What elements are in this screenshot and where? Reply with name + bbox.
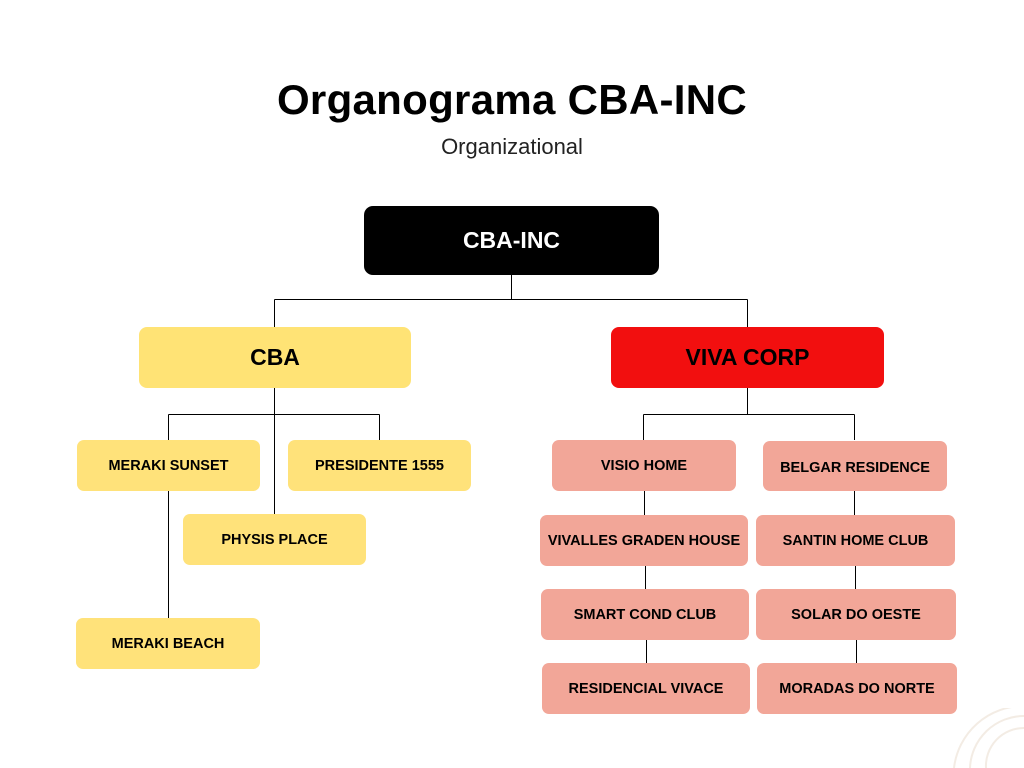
node-cba: CBA xyxy=(139,327,411,388)
edge-cba-children xyxy=(168,388,380,514)
node-visio-home: VISIO HOME xyxy=(552,440,736,491)
node-moradas-do-norte: MORADAS DO NORTE xyxy=(757,663,957,714)
node-physis-place: PHYSIS PLACE xyxy=(183,514,366,565)
page-subtitle: Organizational xyxy=(441,134,583,159)
node-meraki-sunset: MERAKI SUNSET xyxy=(77,440,260,491)
node-smart-cond-club: SMART COND CLUB xyxy=(541,589,749,640)
edge-viva-children xyxy=(643,388,855,440)
node-cba-inc: CBA-INC xyxy=(364,206,659,275)
edge-viva-left-chain xyxy=(644,491,647,663)
node-meraki-beach: MERAKI BEACH xyxy=(76,618,260,669)
node-residencial-vivace: RESIDENCIAL VIVACE xyxy=(542,663,750,714)
node-santin-home-club: SANTIN HOME CLUB xyxy=(756,515,955,566)
node-solar-do-oeste: SOLAR DO OESTE xyxy=(756,589,956,640)
node-presidente-1555: PRESIDENTE 1555 xyxy=(288,440,471,491)
node-viva-corp: VIVA CORP xyxy=(611,327,884,388)
edge-root-cba-viva xyxy=(274,275,748,327)
node-vivalles-graden-house: VIVALLES GRADEN HOUSE xyxy=(540,515,748,566)
corner-decoration xyxy=(953,708,1024,768)
edge-viva-right-chain xyxy=(854,491,857,663)
page-title: Organograma CBA-INC xyxy=(276,76,748,123)
node-belgar-residence: BELGAR RESIDENCE xyxy=(763,441,947,491)
